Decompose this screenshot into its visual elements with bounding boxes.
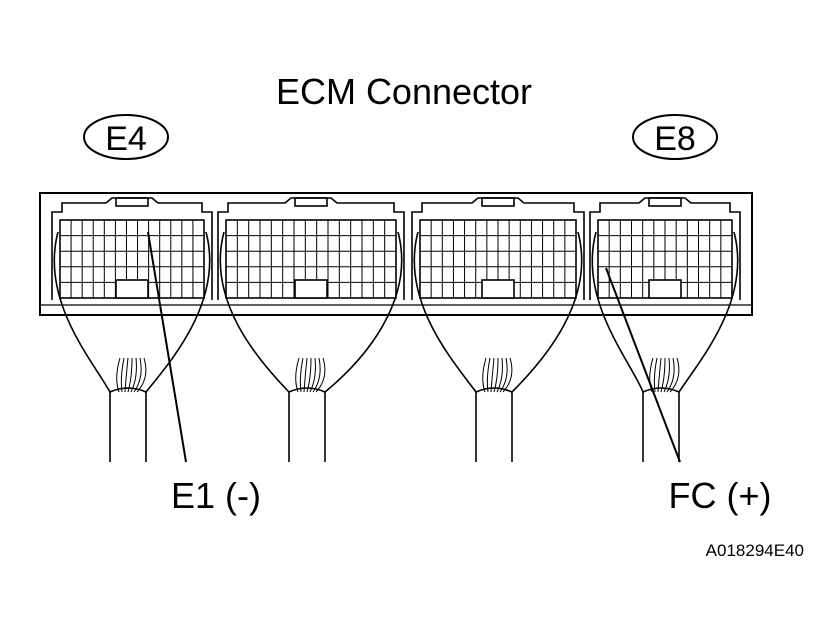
connector-block-4 bbox=[589, 197, 741, 300]
fan-wire bbox=[660, 357, 666, 393]
fan-wire bbox=[499, 357, 508, 393]
key-slot bbox=[648, 279, 682, 299]
fan-wire bbox=[486, 357, 491, 393]
harness-3 bbox=[413, 231, 583, 462]
fan-wire bbox=[130, 357, 137, 393]
harness-2 bbox=[219, 231, 403, 462]
fan-wire bbox=[309, 357, 316, 393]
connector-blocks bbox=[51, 197, 741, 300]
sheath-right bbox=[511, 231, 583, 393]
sheath-left bbox=[413, 231, 477, 393]
connector-label-e4: E4 bbox=[83, 114, 169, 160]
cable-top bbox=[288, 387, 326, 393]
leader-line-e1 bbox=[147, 231, 187, 463]
cable-top bbox=[109, 387, 147, 393]
key-slot bbox=[115, 279, 149, 299]
fan-wire bbox=[299, 357, 304, 393]
latch bbox=[481, 197, 515, 207]
fan-wire bbox=[295, 357, 300, 393]
terminal-label-fc: FC (+) bbox=[669, 475, 772, 516]
fan-wire bbox=[496, 357, 503, 393]
sheath-left bbox=[591, 231, 644, 393]
key-slot bbox=[481, 279, 515, 299]
diagram-title: ECM Connector bbox=[276, 71, 532, 112]
leader-line-fc bbox=[605, 267, 681, 463]
fan-wire bbox=[124, 357, 129, 393]
latch bbox=[294, 197, 328, 207]
connector-label-e8: E8 bbox=[632, 114, 718, 160]
wire-harnesses bbox=[53, 231, 739, 462]
fan-wire bbox=[657, 357, 662, 393]
fan-wire bbox=[306, 357, 312, 393]
harness-1 bbox=[53, 231, 211, 462]
fan-wire bbox=[315, 357, 326, 393]
fan-wire bbox=[502, 357, 513, 393]
connector-block-3 bbox=[411, 197, 585, 300]
fan-wire bbox=[490, 357, 495, 393]
sheath-right bbox=[678, 231, 739, 393]
fan-wire bbox=[303, 357, 308, 393]
fan-wire bbox=[136, 357, 147, 393]
connector-housing bbox=[39, 192, 753, 316]
terminal-label-e1: E1 (-) bbox=[171, 475, 261, 516]
fan-wire bbox=[120, 357, 125, 393]
connector-id-e8: E8 bbox=[654, 120, 696, 158]
fan-wire bbox=[663, 357, 670, 393]
fan-wire bbox=[482, 357, 487, 393]
fan-wire bbox=[653, 357, 658, 393]
fan-wire bbox=[493, 357, 499, 393]
sheath-left bbox=[219, 231, 290, 393]
sheath-right bbox=[145, 231, 211, 393]
connector-block-1 bbox=[51, 197, 213, 300]
connector-id-e4: E4 bbox=[105, 120, 147, 158]
key-slot bbox=[294, 279, 328, 299]
fan-wire bbox=[116, 357, 121, 393]
latch bbox=[115, 197, 149, 207]
fan-wire bbox=[666, 357, 675, 393]
figure-code: A018294E40 bbox=[706, 541, 804, 560]
fan-wire bbox=[669, 357, 680, 393]
connector-block-2 bbox=[217, 197, 405, 300]
latch bbox=[648, 197, 682, 207]
harness-4 bbox=[591, 231, 739, 462]
cable-top bbox=[475, 387, 513, 393]
sheath-left bbox=[53, 231, 111, 393]
cable-top bbox=[642, 387, 680, 393]
sheath-right bbox=[324, 231, 403, 393]
fan-wire bbox=[133, 357, 142, 393]
fan-wire bbox=[312, 357, 321, 393]
fan-wire bbox=[127, 357, 133, 393]
